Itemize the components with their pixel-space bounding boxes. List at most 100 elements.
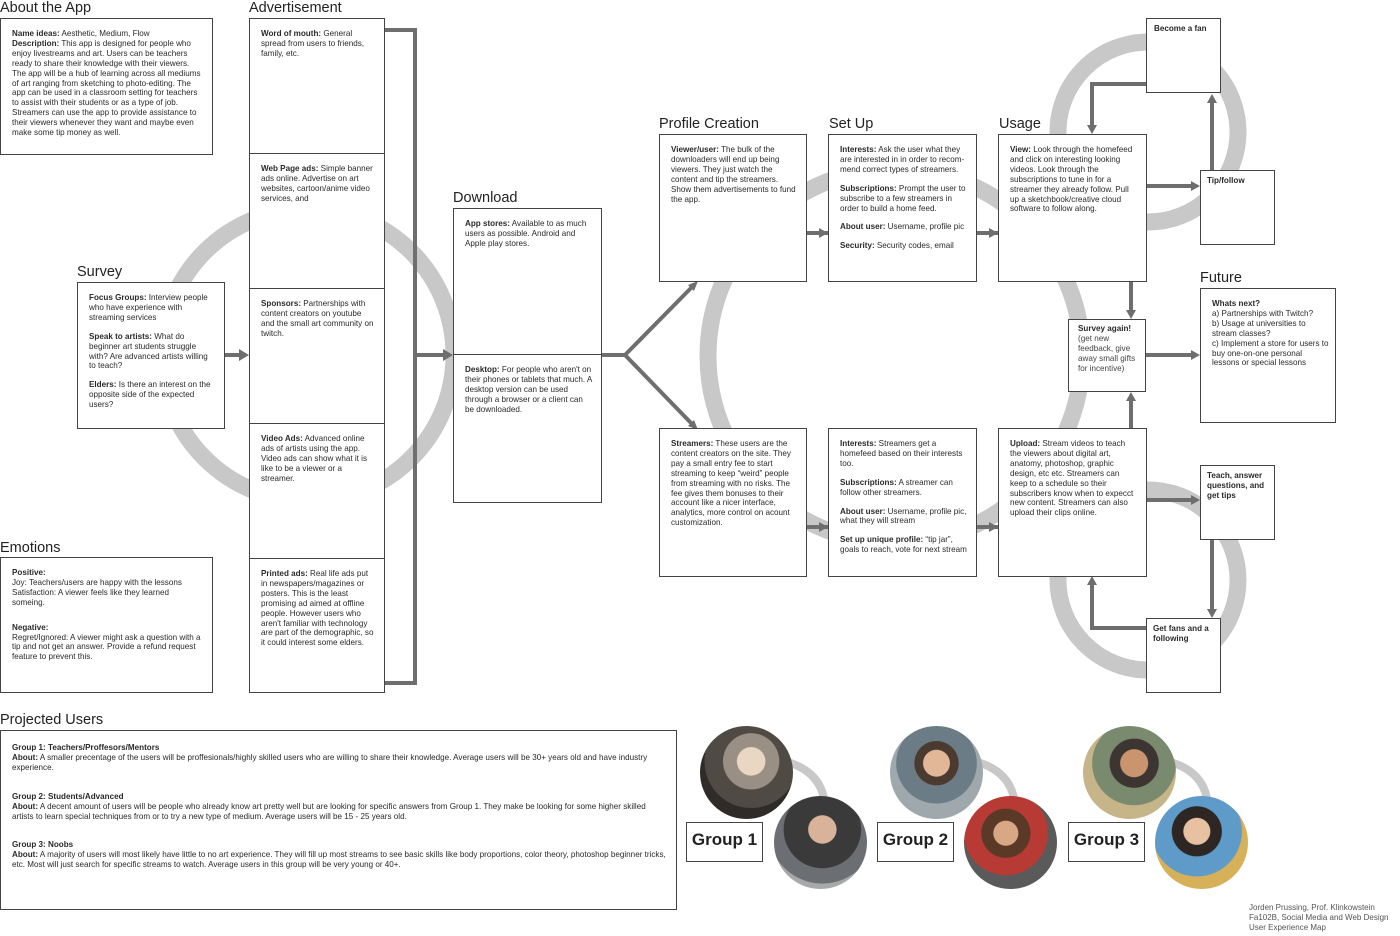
survey-box: Focus Groups: Interview people who have …	[77, 282, 225, 429]
advertisement-box: Word of mouth: General spread from users…	[249, 18, 385, 693]
ad-video: Video Ads: Advanced online ads of artist…	[250, 424, 384, 559]
setup-viewer-about-text: Username, profile pic	[885, 222, 965, 232]
setup-streamer-profile-label: Set up unique profile:	[840, 535, 924, 545]
profile-streamer-box: Streamers: These users are the content c…	[659, 428, 807, 577]
group3-about-label: About:	[12, 850, 39, 860]
group1-photo-professional	[774, 796, 867, 889]
group3-photo-child	[1155, 796, 1248, 889]
ad-video-text: Advanced online ads of artists using the…	[261, 434, 368, 483]
profile-creation-title: Profile Creation	[659, 116, 759, 132]
group2-about-text: A decent amount of users will be people …	[12, 801, 646, 821]
setup-streamer-box: Interests: Streamers get a homefeed base…	[828, 428, 977, 577]
group2-photo-student	[890, 726, 983, 819]
setup-streamer-subscriptions-text: A streamer can follow other streamers.	[840, 477, 953, 497]
desktop-label: Desktop:	[465, 365, 500, 374]
negative-label: Negative:	[12, 622, 49, 632]
ad-printed-text-end: part of the demographic, so it could int…	[261, 628, 374, 648]
group3-photo-elder	[1083, 726, 1176, 819]
become-fan-box: Become a fan	[1146, 18, 1221, 93]
future-item-b: b) Usage at universities to stream class…	[1212, 318, 1306, 338]
projected-users-box: Group 1: Teachers/Proffesors/Mentors Abo…	[0, 730, 677, 910]
setup-title: Set Up	[829, 116, 874, 132]
ad-printed-label: Printed ads:	[261, 569, 308, 578]
elders-label: Elders:	[89, 380, 117, 390]
ad-printed-emphasis: are	[261, 628, 273, 638]
survey-section-title: Survey	[77, 264, 123, 280]
ad-word-of-mouth-text: General spread from users to friends, fa…	[261, 29, 365, 58]
upload-label: Upload:	[1010, 439, 1041, 448]
ad-printed: Printed ads: Real life ads put in newspa…	[250, 559, 384, 692]
future-box: Whats next? a) Partnerships with Twitch?…	[1200, 288, 1336, 423]
view-label: View:	[1010, 145, 1031, 154]
group1-name: Group 1: Teachers/Proffesors/Mentors	[12, 743, 160, 752]
ad-word-of-mouth-label: Word of mouth:	[261, 29, 322, 38]
streamers-label: Streamers:	[671, 439, 714, 448]
advertisement-section-title: Advertisement	[249, 0, 342, 16]
emotions-box: Positive: Joy: Teachers/users are happy …	[0, 557, 213, 693]
desktop-text: For people who aren't on their phones or…	[465, 365, 592, 414]
group3-label: Group 3	[1068, 822, 1145, 862]
group1-photo-mentor	[700, 726, 793, 819]
setup-streamer-about-label: About user:	[840, 506, 886, 516]
ad-video-label: Video Ads:	[261, 434, 303, 443]
setup-viewer-interests-text: Ask the user what they are interested in…	[840, 145, 965, 174]
group2-label: Group 2	[877, 822, 954, 862]
projected-users-title: Projected Users	[0, 712, 104, 728]
app-stores-label: App stores:	[465, 219, 510, 228]
credit-title: User Experience Map	[1249, 923, 1326, 932]
group2-about-label: About:	[12, 801, 39, 811]
app-stores-text: Available to as much users as possible. …	[465, 219, 587, 248]
setup-streamer-interests-label: Interests:	[840, 439, 877, 448]
group3-name: Group 3: Noobs	[12, 840, 74, 850]
ad-sponsors: Sponsors: Partnerships with content crea…	[250, 289, 384, 424]
group1-label: Group 1	[686, 822, 763, 862]
setup-viewer-subscriptions-label: Subscriptions:	[840, 183, 897, 193]
usage-title: Usage	[999, 116, 1041, 132]
setup-viewer-about-label: About user:	[840, 222, 886, 232]
upload-text: Stream videos to teach the viewers about…	[1010, 439, 1134, 518]
download-box: App stores: Available to as much users a…	[453, 208, 602, 503]
name-ideas-value: Aesthetic, Medium, Flow	[59, 29, 150, 38]
positive-line-satisfaction: Satisfaction: A viewer feels like they l…	[12, 587, 170, 607]
ad-printed-text: Real life ads put in newspapers/magazine…	[261, 569, 369, 628]
group1-about-text: A smaller precentage of the users will b…	[12, 752, 648, 772]
download-section-title: Download	[453, 190, 518, 206]
download-desktop: Desktop: For people who aren't on their …	[454, 355, 601, 502]
credit-block: Jorden Prussing, Prof. Klinkowstein Fa10…	[1249, 903, 1389, 933]
credit-course: Fa102B, Social Media and Web Design	[1249, 913, 1389, 922]
about-box: Name ideas: Aesthetic, Medium, Flow Desc…	[0, 18, 213, 155]
speak-artists-label: Speak to artists:	[89, 331, 152, 341]
survey-again-text: (get new feedback, give away small gifts…	[1078, 333, 1136, 373]
name-ideas-label: Name ideas:	[12, 29, 60, 38]
setup-viewer-subscriptions-text: Prompt the user to subscribe to a few st…	[840, 183, 966, 213]
negative-text: Regret/Ignored: A viewer might ask a que…	[12, 632, 201, 662]
become-fan-label: Become a fan	[1154, 24, 1207, 33]
tip-follow-box: Tip/follow	[1200, 170, 1275, 245]
future-title: Future	[1200, 270, 1242, 286]
survey-again-label: Survey again!	[1078, 324, 1132, 333]
setup-streamer-subscriptions-label: Subscriptions:	[840, 477, 897, 487]
description-value: This app is designed for people who enjo…	[12, 38, 201, 138]
credit-author: Jorden Prussing, Prof. Klinkowstein	[1249, 903, 1375, 912]
get-fans-label: Get fans and a following	[1153, 624, 1209, 643]
setup-streamer-about-text: Username, profile pic, what they will st…	[840, 506, 967, 526]
profile-viewer-box: Viewer/user: The bulk of the downloaders…	[659, 134, 807, 282]
group1-about-label: About:	[12, 752, 39, 762]
setup-viewer-security-text: Security codes, email	[874, 241, 954, 251]
teach-label: Teach, answer questions, and get tips	[1207, 471, 1265, 500]
view-text: Look through the homefeed and click on i…	[1010, 145, 1133, 214]
setup-viewer-interests-label: Interests:	[840, 145, 877, 154]
usage-view-box: View: Look through the homefeed and clic…	[998, 134, 1147, 282]
focus-groups-label: Focus Groups:	[89, 293, 147, 302]
ad-web-page-text: Simple banner ads online. Advertise on a…	[261, 164, 373, 203]
streamers-text: These users are the content creators on …	[671, 439, 791, 528]
group3-about-text: A majority of users will most likely hav…	[12, 850, 666, 870]
elders-text: Is there an interest on the opposite sid…	[89, 380, 211, 410]
positive-label: Positive:	[12, 568, 46, 577]
survey-again-box: Survey again! (get new feedback, give aw…	[1068, 319, 1146, 392]
description-label: Description:	[12, 38, 60, 48]
positive-line-joy: Joy: Teachers/users are happy with the l…	[12, 577, 182, 587]
get-fans-box: Get fans and a following	[1146, 618, 1221, 693]
usage-upload-box: Upload: Stream videos to teach the viewe…	[998, 428, 1147, 577]
future-item-c: c) Implement a store for users to buy on…	[1212, 338, 1329, 368]
